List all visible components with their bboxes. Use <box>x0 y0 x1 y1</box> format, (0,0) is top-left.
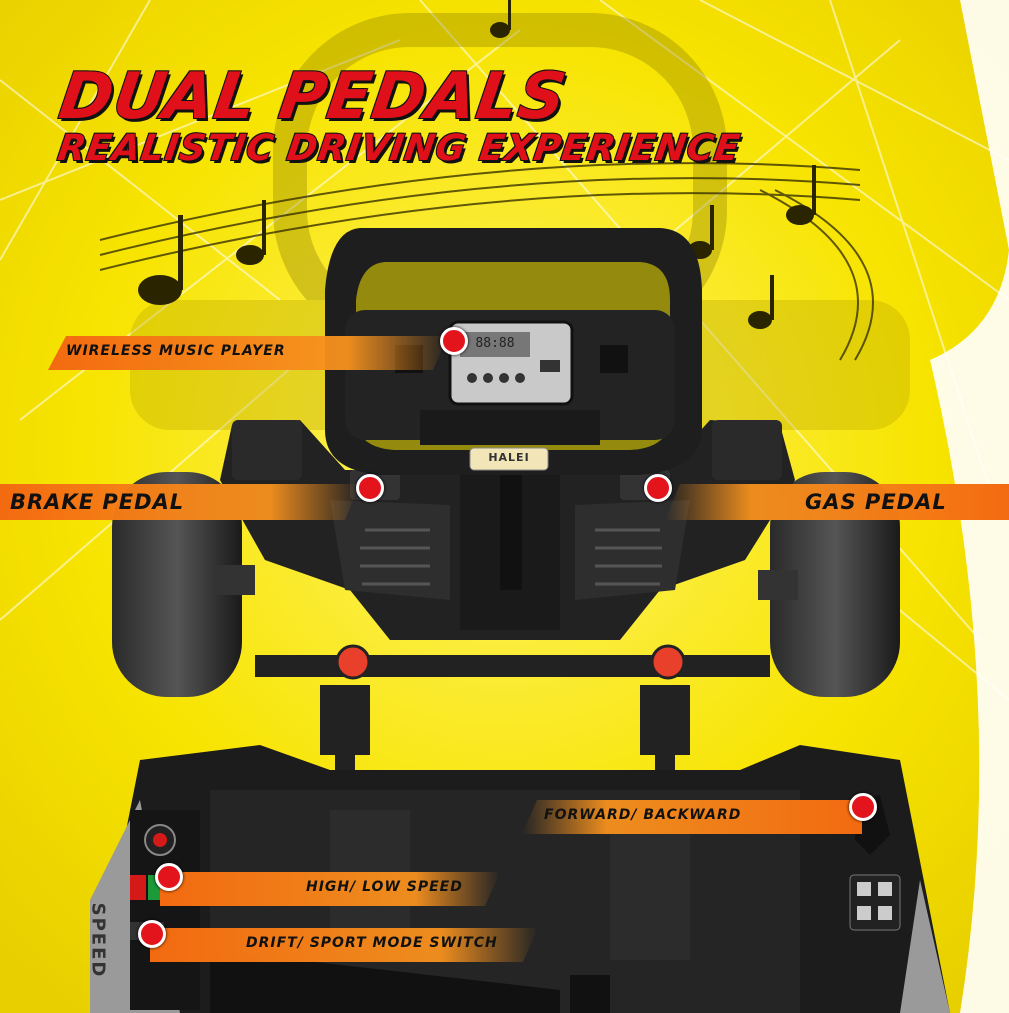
hotspot-high-low-speed[interactable] <box>155 863 183 891</box>
steering-column <box>320 644 690 775</box>
hotspot-gas-pedal[interactable] <box>644 474 672 502</box>
callout-forward-backward: FORWARD/ BACKWARD <box>522 800 862 834</box>
front-left-wheel <box>112 472 255 697</box>
music-notes-icon <box>138 0 816 329</box>
hotspot-music-player[interactable] <box>440 327 468 355</box>
hotspot-drift-switch[interactable] <box>138 920 166 948</box>
headline-subtitle: REALISTIC DRIVING EXPERIENCE <box>54 127 744 170</box>
hotspot-forward-backward[interactable] <box>849 793 877 821</box>
callout-music-player: WIRELESS MUSIC PLAYER <box>48 336 448 370</box>
music-player-display: 88:88 <box>475 336 515 351</box>
brand-label: HALEI <box>488 451 530 464</box>
front-right-wheel <box>758 472 900 697</box>
callout-drift-switch: DRIFT/ SPORT MODE SWITCH <box>150 928 538 962</box>
headline-title: DUAL PEDALS <box>54 59 572 135</box>
callout-gas-pedal: GAS PEDAL <box>665 484 1009 520</box>
hotspot-brake-pedal[interactable] <box>356 474 384 502</box>
callout-brake-pedal: BRAKE PEDAL <box>0 484 360 520</box>
callout-high-low-speed: HIGH/ LOW SPEED <box>160 872 500 906</box>
brand-badge <box>469 447 549 471</box>
speed-switch-high <box>130 875 146 900</box>
side-speed-label: SPEED <box>87 902 109 979</box>
